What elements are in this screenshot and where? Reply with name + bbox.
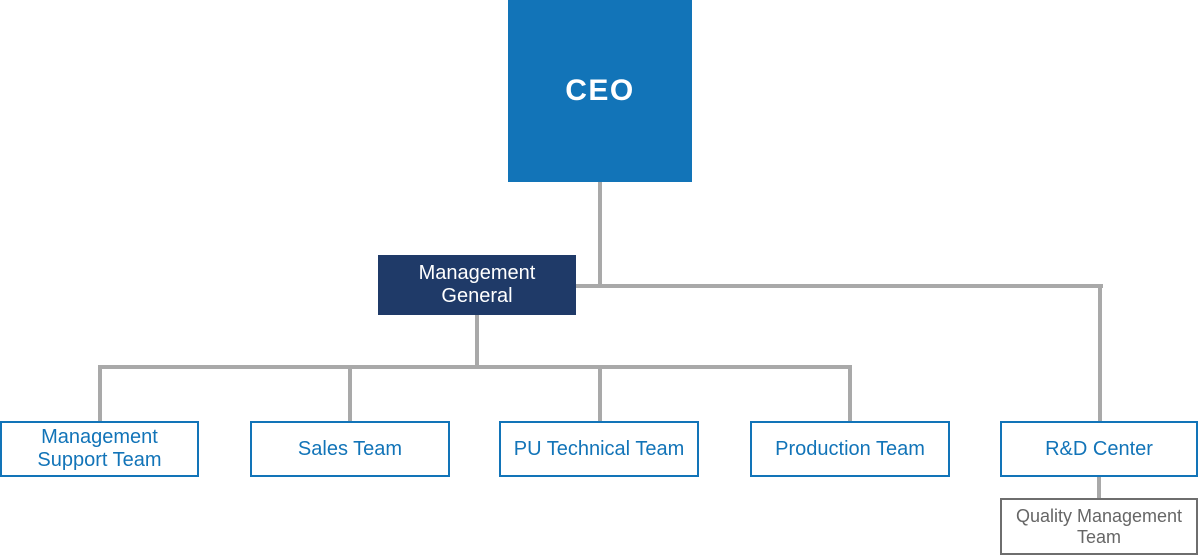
connector-rnd-center-drop	[1098, 284, 1102, 421]
connector-top-horizontal	[574, 284, 1103, 288]
node-quality-management-team: Quality Management Team	[1000, 498, 1198, 555]
node-sales-team: Sales Team	[250, 421, 450, 477]
node-pu-technical-team: PU Technical Team	[499, 421, 699, 477]
node-management-support-team: Management Support Team	[0, 421, 199, 477]
node-production-team: Production Team	[750, 421, 950, 477]
connector-quality-team-drop	[1097, 477, 1101, 498]
ceo-label: CEO	[565, 74, 635, 107]
production-team-label: Production Team	[775, 437, 925, 460]
connector-management-support-team-drop	[98, 367, 102, 421]
rnd-center-label: R&D Center	[1045, 437, 1153, 460]
connector-management-general-drop	[475, 315, 479, 369]
node-ceo: CEO	[508, 0, 692, 182]
sales-team-label: Sales Team	[297, 437, 403, 460]
node-management-general: Management General	[378, 255, 576, 315]
pu-technical-team-label: PU Technical Team	[513, 437, 685, 460]
management-general-label: Management General	[418, 262, 536, 307]
connector-teams-horizontal	[98, 365, 852, 369]
quality-management-team-label: Quality Management Team	[1015, 505, 1183, 547]
connector-production-team-drop	[848, 367, 852, 421]
management-support-team-label: Management Support Team	[37, 426, 162, 471]
connector-pu-technical-team-drop	[598, 367, 602, 421]
connector-ceo-drop	[598, 182, 602, 288]
connector-sales-team-drop	[348, 367, 352, 421]
node-rnd-center: R&D Center	[1000, 421, 1198, 477]
